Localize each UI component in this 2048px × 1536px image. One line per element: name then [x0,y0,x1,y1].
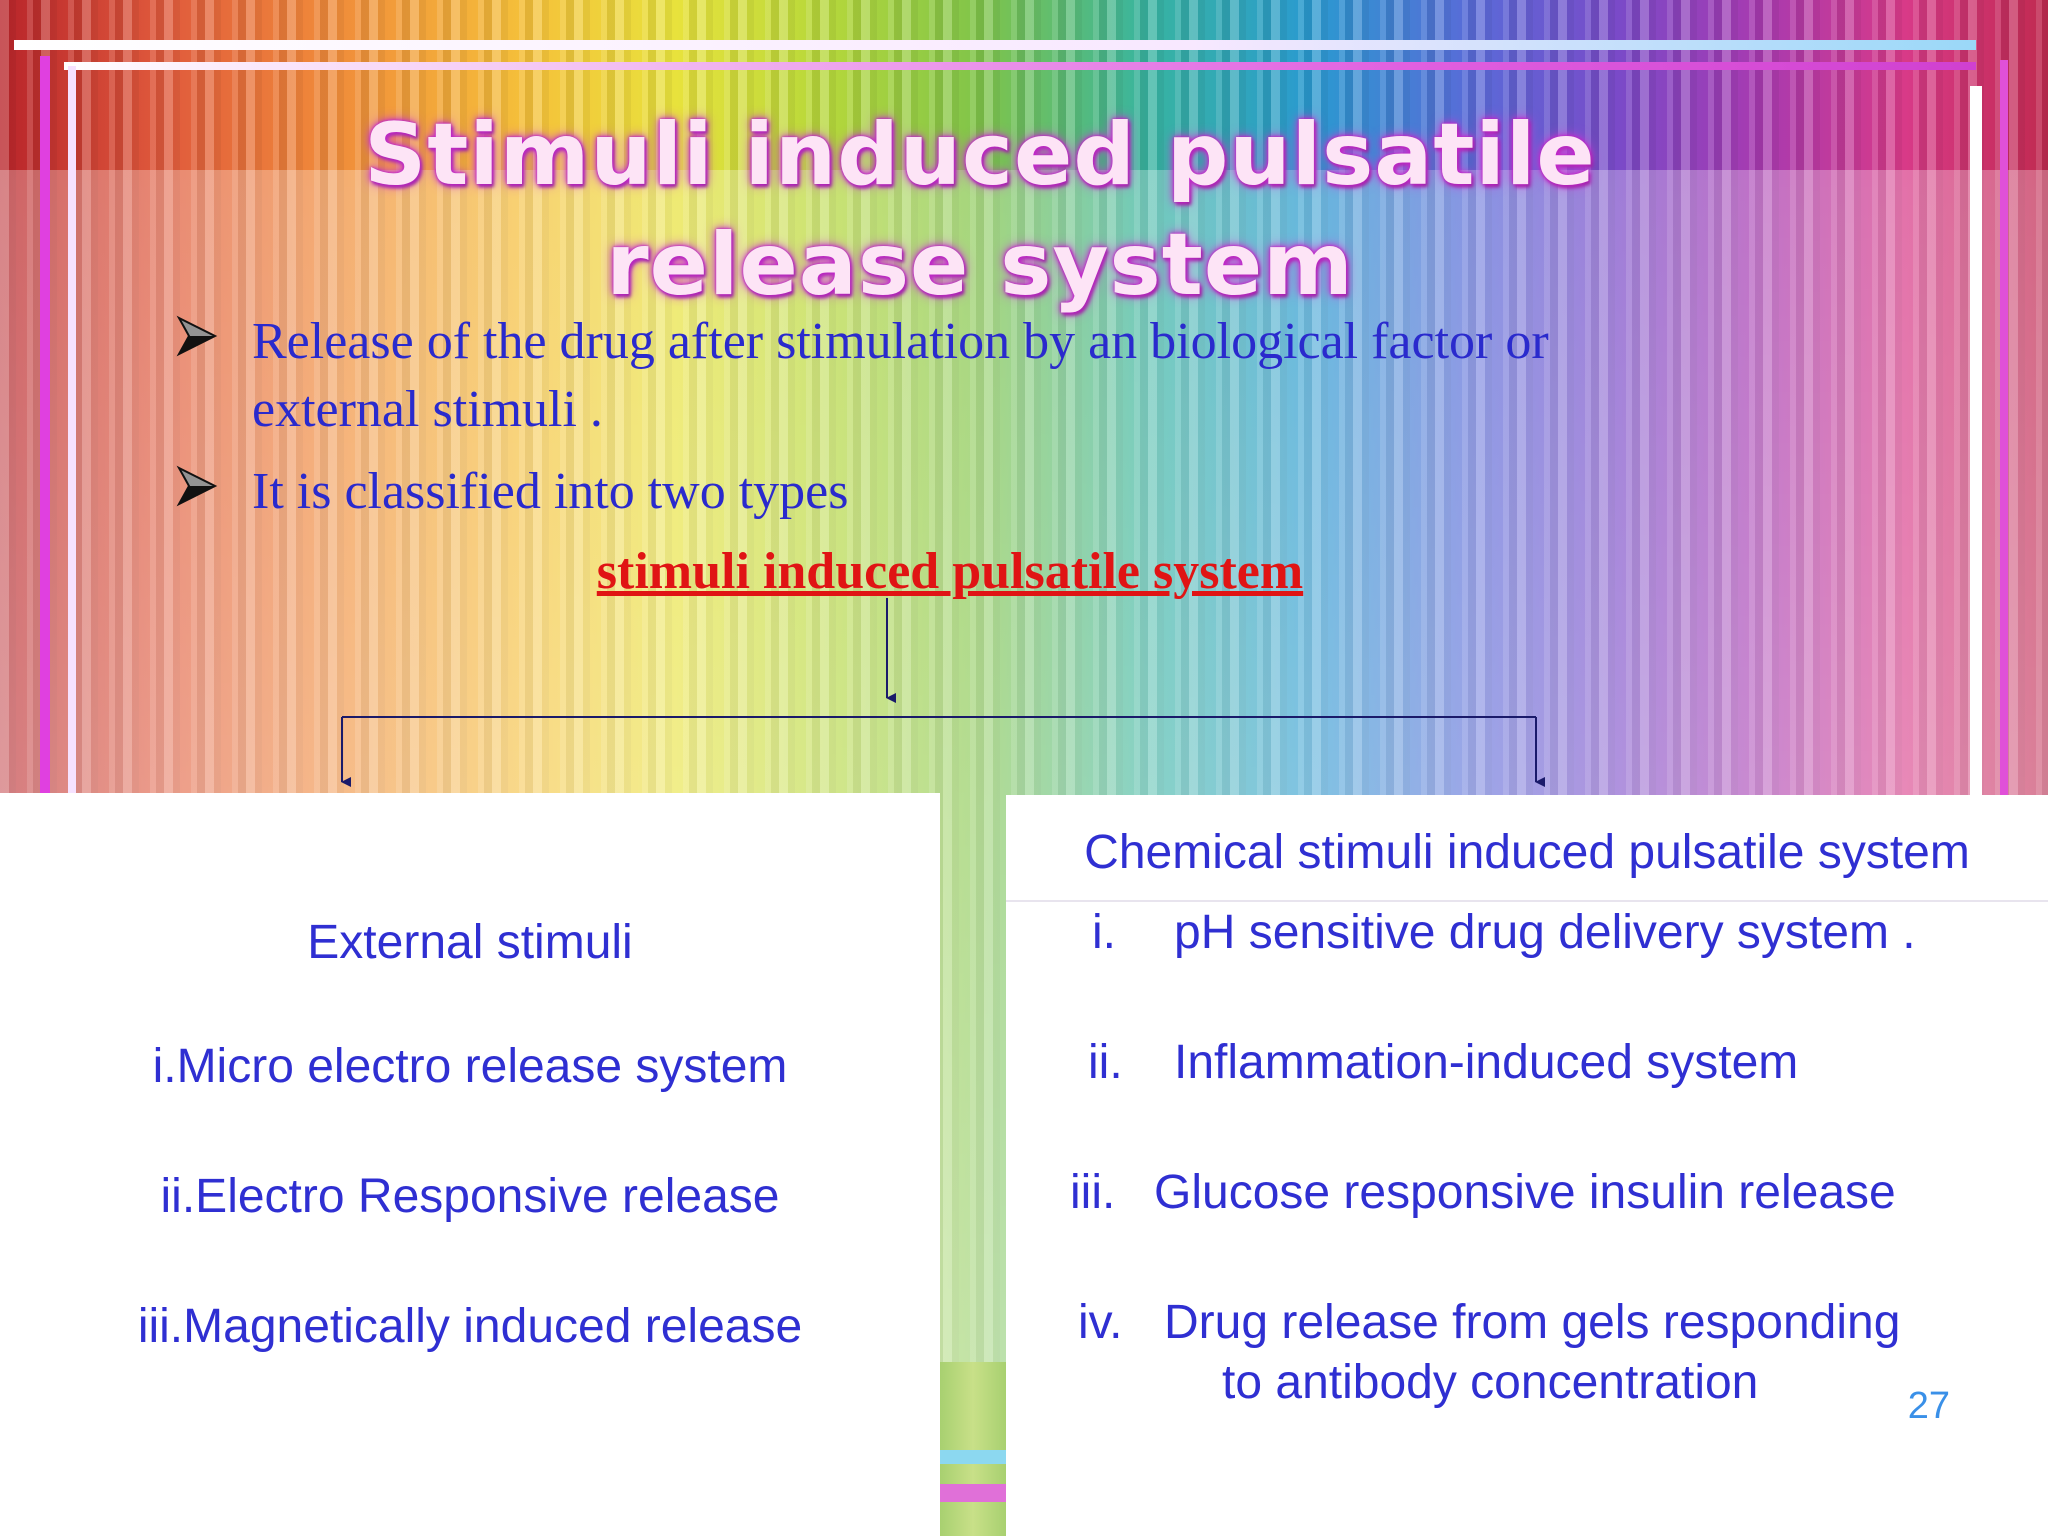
strip-accent-pink [940,1484,1006,1502]
page-number: 27 [1907,1385,1950,1427]
frame-left-line-outer [40,56,50,796]
chemical-item-2-text: Inflammation-induced system [1174,1036,1799,1089]
chemical-item-4-num: iv. [1078,1296,1123,1349]
frame-second-line [64,62,1976,70]
frame-top-line [14,40,1976,50]
chemical-item-3-text: Glucose responsive insulin release [1154,1166,1896,1219]
bullet-release-line2: external stimuli . [252,381,603,438]
chemical-item-1-text: pH sensitive drug delivery system . [1174,906,1916,959]
arrowhead-bullet-icon [176,465,218,507]
tree-root-label: stimuli induced pulsatile system [596,543,1304,600]
bullet-classified-text: It is classified into two types [252,463,849,520]
external-item-1: i.Micro electro release system [152,1040,788,1093]
arrowhead-bullet-icon [176,315,218,357]
center-green-strip [940,1362,1006,1536]
slide-title: Stimuli induced pulsatile release system [364,105,1596,315]
chemical-stimuli-panel: Chemical stimuli induced pulsatile syste… [1006,795,2048,1536]
heading-divider [1006,900,2048,902]
external-item-3: iii.Magnetically induced release [137,1300,803,1353]
strip-accent-blue [940,1450,1006,1464]
bullet-release-line1: Release of the drug after stimulation by… [252,313,1549,370]
chemical-item-1-num: i. [1092,906,1116,959]
frame-left-line-inner [68,66,76,796]
external-stimuli-heading: External stimuli [307,916,633,969]
chemical-stimuli-heading: Chemical stimuli induced pulsatile syste… [1084,826,1970,879]
chemical-item-4-text: Drug release from gels responding [1164,1296,1901,1349]
external-item-2: ii.Electro Responsive release [160,1170,780,1223]
chemical-item-2-num: ii. [1088,1036,1123,1089]
external-stimuli-panel: External stimuli i.Micro electro release… [0,793,940,1536]
chemical-item-4-text-cont: to antibody concentration [1222,1356,1759,1409]
chemical-item-3-num: iii. [1070,1166,1116,1219]
frame-right-line-outer [1970,86,1982,796]
frame-right-line-inner [2000,60,2008,796]
